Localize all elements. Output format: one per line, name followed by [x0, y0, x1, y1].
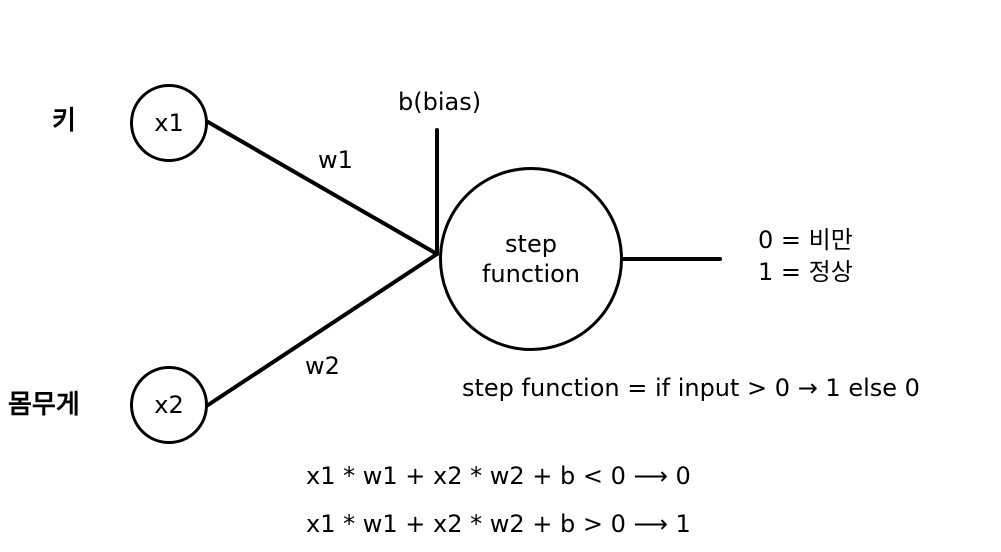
edge-x2-to-sum: [206, 252, 439, 407]
step-function-definition: step function = if input > 0 → 1 else 0: [462, 374, 920, 402]
step-function-line2: function: [481, 260, 581, 288]
weight-label-w1: w1: [318, 146, 353, 174]
input-node-x2-label: x2: [154, 391, 184, 419]
weight-label-w2: w2: [305, 352, 340, 380]
input-node-x1-label: x1: [154, 109, 184, 137]
step-function-node: step function: [439, 167, 623, 351]
equation-less-than: x1 * w1 + x2 * w2 + b < 0 ⟶ 0: [306, 462, 691, 490]
output-legend-1: 1 = 정상: [758, 258, 853, 287]
input-node-x2: x2: [130, 366, 208, 444]
output-legend: 0 = 비만 1 = 정상: [758, 224, 853, 289]
input-node-x1: x1: [130, 84, 208, 162]
input-name-x1: 키: [52, 106, 76, 136]
output-legend-0: 0 = 비만: [758, 226, 853, 254]
equation-greater-than: x1 * w1 + x2 * w2 + b > 0 ⟶ 1: [306, 510, 691, 538]
step-function-line1: step: [505, 230, 557, 258]
step-function-label: step function: [482, 229, 580, 289]
input-name-x2: 몸무게: [8, 390, 80, 420]
bias-label: b(bias): [398, 88, 482, 116]
edge-x1-to-sum: [206, 120, 439, 256]
